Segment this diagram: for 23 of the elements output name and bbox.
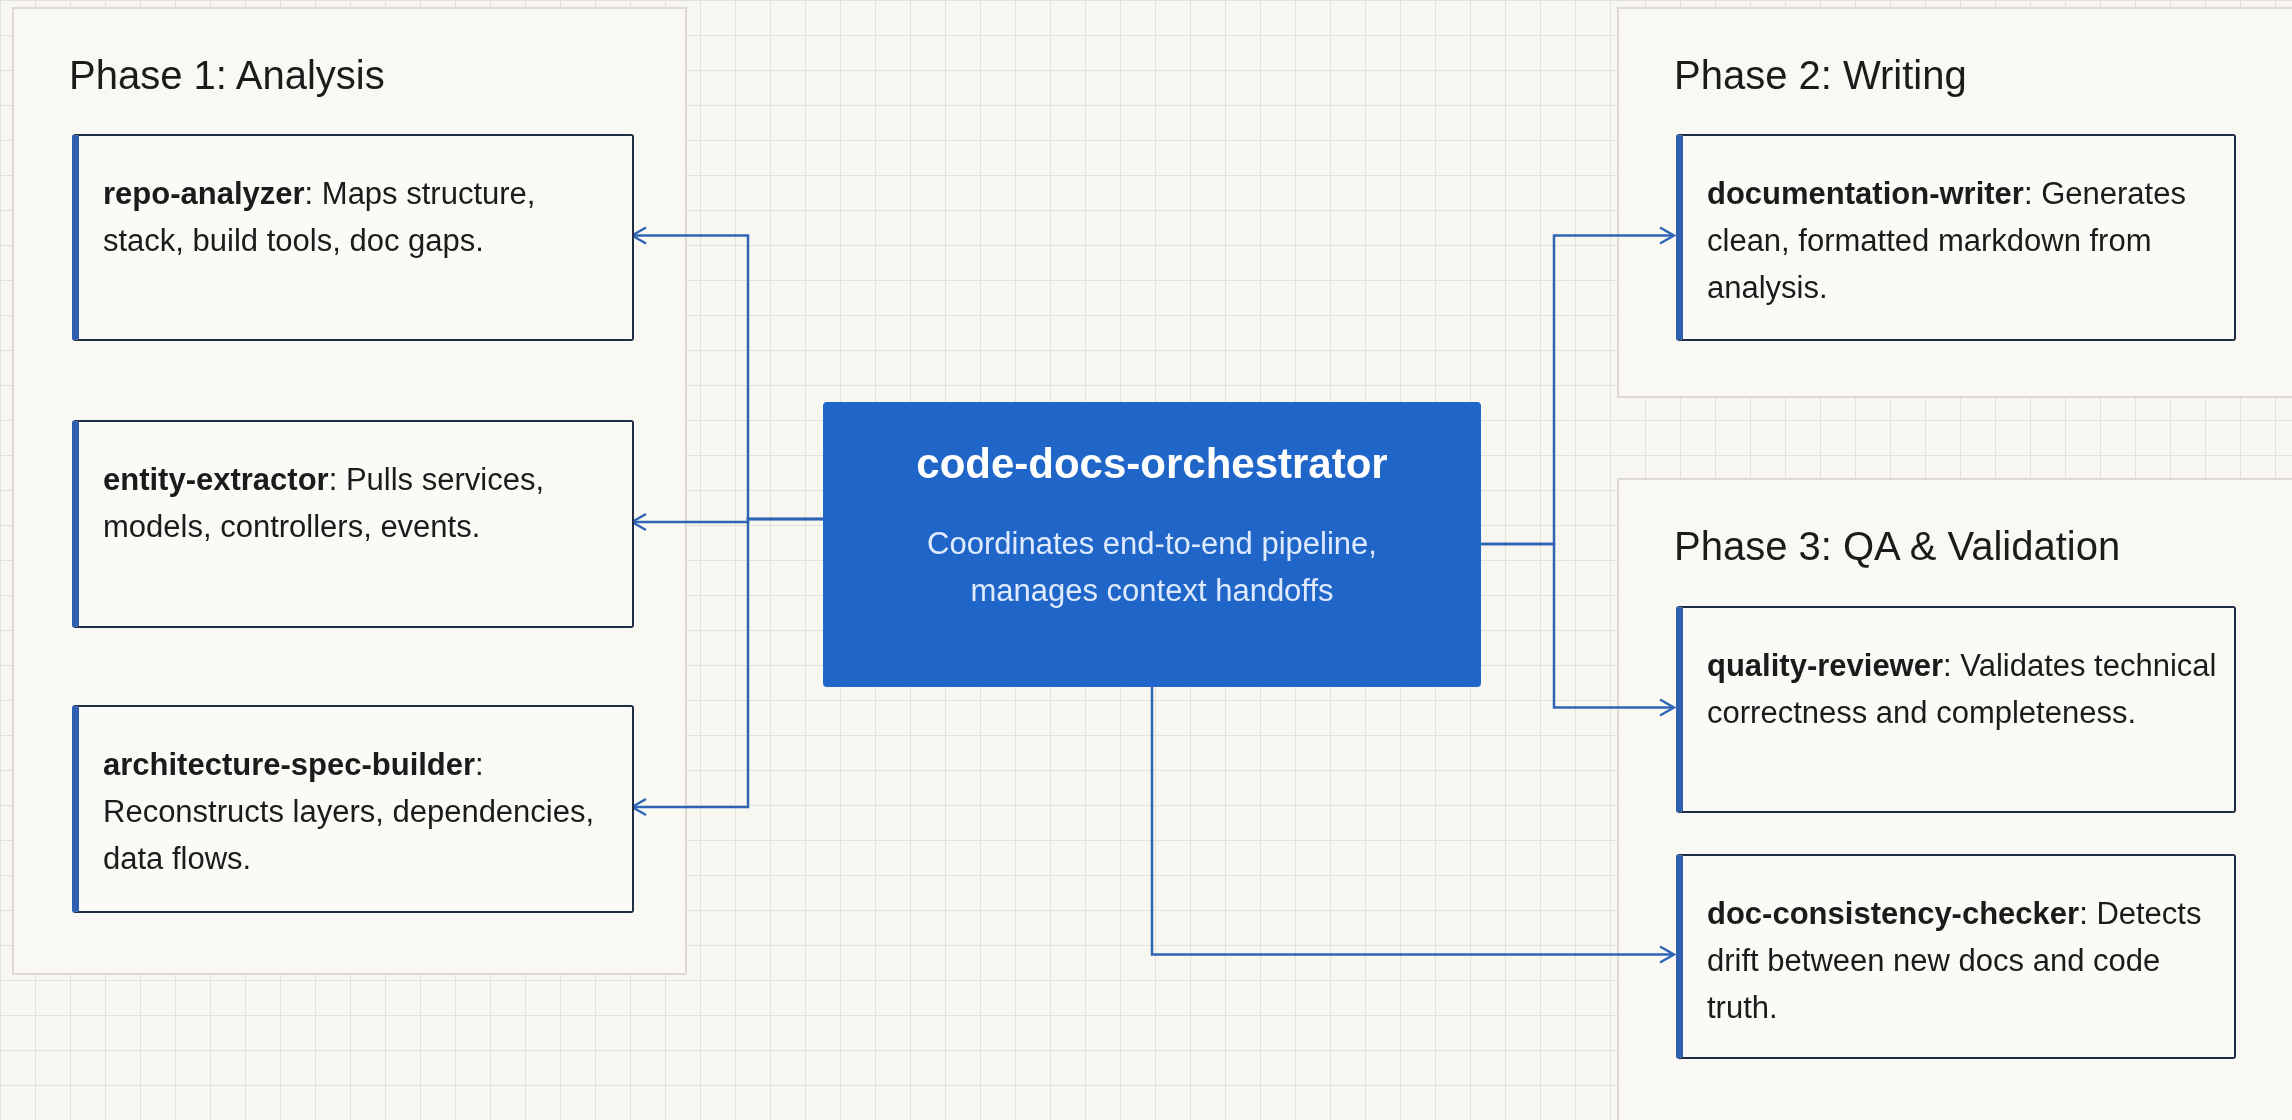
connector-arrow <box>1150 687 1676 964</box>
panel-title: Phase 3: QA & Validation <box>1674 524 2121 569</box>
phase-panel <box>1617 478 2292 1120</box>
orchestrator-description: Coordinates end-to-end pipeline, manages context handoffs <box>926 525 1378 610</box>
panel-title: Phase 2: Writing <box>1674 53 1967 98</box>
orchestrator-box <box>823 402 1481 687</box>
agent-description: doc-consistency-checker: Detects drift between new docs and code truth. <box>1707 895 2203 1027</box>
agent-description: documentation-writer: Generates clean, formatted markdown from analysis. <box>1707 175 2187 307</box>
agent-card <box>1676 606 2236 813</box>
orchestrator-title: code-docs-orchestrator <box>915 440 1389 488</box>
panel-title: Phase 1: Analysis <box>69 53 385 98</box>
phase-panel <box>12 7 687 975</box>
agent-description: quality-reviewer: Validates technical correctness and completeness. <box>1707 647 2218 732</box>
agent-description: repo-analyzer: Maps structure, stack, build tools, doc gaps. <box>103 175 537 260</box>
agent-description: entity-extractor: Pulls services, models, controllers, events. <box>103 461 546 546</box>
agent-card <box>1676 854 2236 1059</box>
phase-panel <box>1617 7 2292 398</box>
agent-card <box>72 134 634 341</box>
agent-card <box>1676 134 2236 341</box>
agent-card <box>72 705 634 913</box>
agent-card <box>72 420 634 628</box>
connector-arrow <box>1481 542 1676 717</box>
agent-description: architecture-spec-builder: Reconstructs layers, dependencies, data flows. <box>103 746 596 878</box>
